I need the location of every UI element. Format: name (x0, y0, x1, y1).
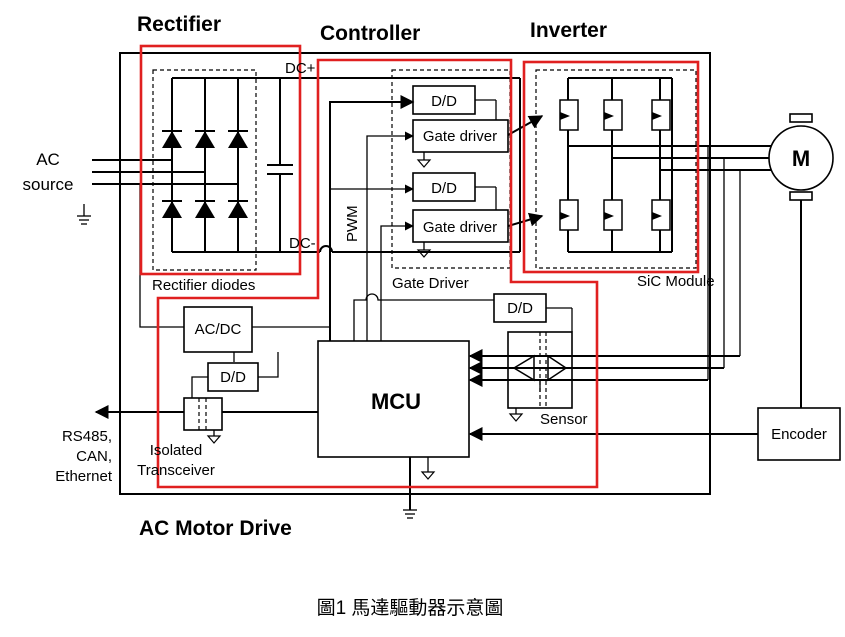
rectifier-highlight (139, 44, 302, 276)
ground-icon (77, 204, 91, 225)
drive-enclosure (119, 52, 711, 495)
inverter-heading: Inverter (530, 19, 607, 42)
isolated-label-2: Transceiver (137, 462, 215, 479)
capacitor-icon (267, 78, 293, 252)
encoder-box (757, 407, 841, 461)
dc-plus-label: DC+ (285, 60, 316, 77)
ac-source-label-1: AC (36, 150, 60, 169)
acdc-label: AC/DC (195, 321, 242, 338)
controller-highlight (156, 58, 599, 489)
gate-driver-bottom-box (412, 209, 509, 243)
sic-module (535, 69, 697, 269)
mosfet-icon (559, 99, 671, 231)
controller-heading: Controller (320, 22, 420, 45)
gate-driver-region-label: Gate Driver (392, 275, 469, 292)
isolated-transceiver (183, 397, 223, 444)
dd-transceiver-box (207, 362, 259, 392)
ac-source-label-2: source (22, 175, 73, 194)
rectifier-bridge (152, 69, 293, 271)
gate-driver-bottom-label: Gate driver (423, 219, 497, 236)
isolated-label-1: Isolated (150, 442, 203, 459)
current-sensor (507, 331, 573, 422)
drive-title: AC Motor Drive (139, 517, 292, 540)
gate-driver-top-label: Gate driver (423, 128, 497, 145)
figure-caption: 圖1 馬達驅動器示意圖 (317, 597, 504, 619)
phase-lines (568, 145, 776, 380)
acdc-box (183, 306, 253, 353)
mcu-wiring (329, 95, 494, 519)
comm-label-3: Ethernet (55, 468, 113, 485)
comm-label-2: CAN, (76, 448, 112, 465)
inverter-highlight (522, 60, 700, 274)
dd-sensor-box (493, 293, 547, 323)
ac-source-lines (92, 159, 238, 185)
comm-label-1: RS485, (62, 428, 112, 445)
motor (768, 113, 834, 408)
dd-mid-label: D/D (431, 180, 457, 197)
rectifier-heading: Rectifier (137, 13, 221, 36)
motor-label: M (792, 146, 810, 171)
dd-transceiver-label: D/D (220, 369, 246, 386)
sic-module-label: SiC Module (637, 273, 715, 290)
dd-sensor-label: D/D (507, 300, 533, 317)
rectifier-diodes-label: Rectifier diodes (152, 277, 255, 294)
encoder-label: Encoder (771, 426, 827, 443)
pwm-label: PWM (344, 205, 361, 242)
diode-icon (162, 130, 248, 218)
mcu-label: MCU (371, 389, 421, 414)
mcu-box (317, 340, 470, 458)
dc-minus-label: DC- (289, 235, 316, 252)
dd-top-label: D/D (431, 93, 457, 110)
sensor-label: Sensor (540, 411, 588, 428)
